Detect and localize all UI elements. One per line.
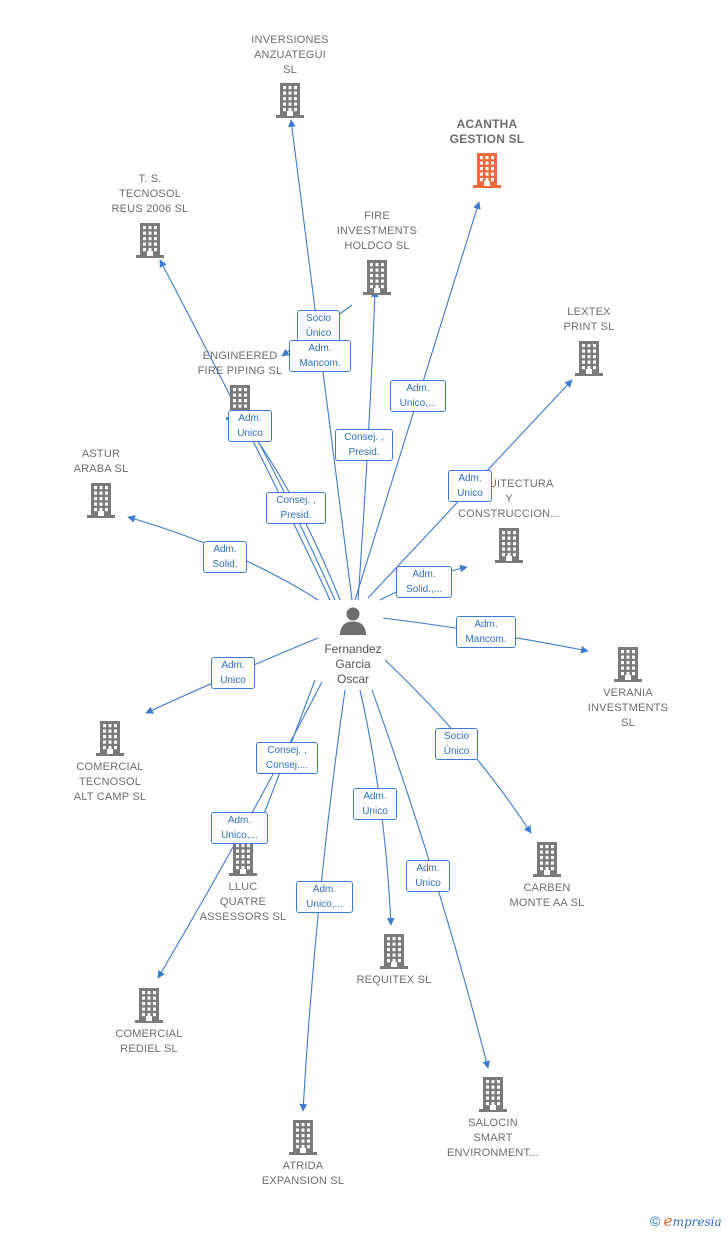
company-label-carben[interactable]: CARBEN MONTE AA SL [472,881,622,911]
company-label-acantha[interactable]: ACANTHA GESTION SL [412,117,562,147]
company-label-verania[interactable]: VERANIA INVESTMENTS SL [553,686,703,731]
building-icon [363,260,391,295]
relation-badge[interactable]: Adm. Unico [211,657,255,689]
company-label-astur[interactable]: ASTUR ARABA SL [26,447,176,477]
person-icon [340,607,366,635]
building-icon [533,842,561,877]
company-name: ATRIDA EXPANSION SL [261,1160,345,1187]
company-label-inversiones[interactable]: INVERSIONES ANZUATEGUI SL [215,33,365,78]
company-name: INVERSIONES ANZUATEGUI SL [251,34,329,76]
relation-badge[interactable]: Adm. Mancom. [289,340,351,372]
company-name: COMERCIAL TECNOSOL ALT CAMP SL [73,761,147,803]
building-icon [575,341,603,376]
relation-badge[interactable]: Adm. Unico [406,860,450,892]
brand-name: mpresia [672,1215,722,1229]
company-name: CARBEN MONTE AA SL [509,882,585,909]
relation-badge[interactable]: Adm. Unico [228,410,272,442]
company-node-salocin[interactable] [418,1076,568,1112]
company-node-inversiones[interactable] [215,82,365,118]
relation-badge[interactable]: Adm. Unico [448,470,492,502]
company-name: FIRE INVESTMENTS HOLDCO SL [336,210,418,252]
company-name: ASTUR ARABA SL [73,448,129,475]
building-icon [473,153,501,188]
company-label-lluc[interactable]: LLUC QUATRE ASSESSORS SL [168,880,318,925]
company-name: ACANTHA GESTION SL [449,117,525,146]
building-icon [135,988,163,1023]
company-node-arquitectura[interactable] [434,527,584,563]
company-label-salocin[interactable]: SALOCIN SMART ENVIRONMENT... [418,1116,568,1161]
company-label-fire[interactable]: FIRE INVESTMENTS HOLDCO SL [302,209,452,254]
company-node-carben[interactable] [472,841,622,877]
copyright-icon: © [650,1213,661,1229]
building-icon [495,528,523,563]
edge-3 [159,259,331,601]
company-name: COMERCIAL REDIEL SL [115,1028,183,1055]
building-icon [96,721,124,756]
brand-e: e [663,1212,673,1230]
company-label-rediel[interactable]: COMERCIAL REDIEL SL [74,1027,224,1057]
building-icon [276,83,304,118]
company-node-verania[interactable] [553,646,703,682]
company-node-astur[interactable] [26,482,176,518]
relation-badge[interactable]: Socio Único [297,310,340,342]
building-icon [87,483,115,518]
relation-badge[interactable]: Adm. Solid. [203,541,247,573]
relation-badge[interactable]: Adm. Mancom. [456,616,516,648]
company-name: LLUC QUATRE ASSESSORS SL [199,881,287,923]
company-node-ts[interactable] [75,222,225,258]
footer-brand[interactable]: © empresia [650,1212,722,1230]
relation-badge[interactable]: Adm. Unico,... [296,881,353,913]
company-name: VERANIA INVESTMENTS SL [587,687,669,729]
relation-badge[interactable]: Adm. Unico,... [390,380,446,412]
relation-badge[interactable]: Adm. Unico,... [211,812,268,844]
relation-badge[interactable]: Consej. , Presid. [266,492,326,524]
building-icon [136,223,164,258]
building-icon [614,647,642,682]
company-node-rediel[interactable] [74,987,224,1023]
person-name: Fernandez Garcia Oscar [324,642,382,686]
building-icon [479,1077,507,1112]
building-icon [229,841,257,876]
company-node-atrida[interactable] [228,1119,378,1155]
company-name: REQUITEX SL [356,974,432,986]
company-node-acantha[interactable] [412,152,562,188]
relation-badge[interactable]: Consej. , Presid. [335,429,393,461]
company-name: LEXTEX PRINT SL [563,306,615,333]
company-node-lextex[interactable] [514,340,664,376]
company-name: ENGINEERED FIRE PIPING SL [197,350,283,377]
company-node-lluc[interactable] [168,840,318,876]
relation-badge[interactable]: Consej. , Consej.... [256,742,318,774]
center-person[interactable]: Fernandez Garcia Oscar [303,605,403,687]
company-label-atrida[interactable]: ATRIDA EXPANSION SL [228,1159,378,1189]
company-label-lextex[interactable]: LEXTEX PRINT SL [514,305,664,335]
building-icon [380,934,408,969]
company-label-requitex[interactable]: REQUITEX SL [319,973,469,988]
relation-badge[interactable]: Adm. Unico [353,788,397,820]
company-node-fire[interactable] [302,259,452,295]
company-name: SALOCIN SMART ENVIRONMENT... [446,1117,540,1159]
company-label-comtecnosol[interactable]: COMERCIAL TECNOSOL ALT CAMP SL [35,760,185,805]
company-node-comtecnosol[interactable] [35,720,185,756]
company-label-engineered[interactable]: ENGINEERED FIRE PIPING SL [165,349,315,379]
company-name: T. S. TECNOSOL REUS 2006 SL [111,173,189,215]
company-label-ts[interactable]: T. S. TECNOSOL REUS 2006 SL [75,172,225,217]
building-icon [289,1120,317,1155]
relation-badge[interactable]: Adm. Solid.,... [396,566,452,598]
relation-badge[interactable]: Socio Único [435,728,478,760]
company-node-requitex[interactable] [319,933,469,969]
